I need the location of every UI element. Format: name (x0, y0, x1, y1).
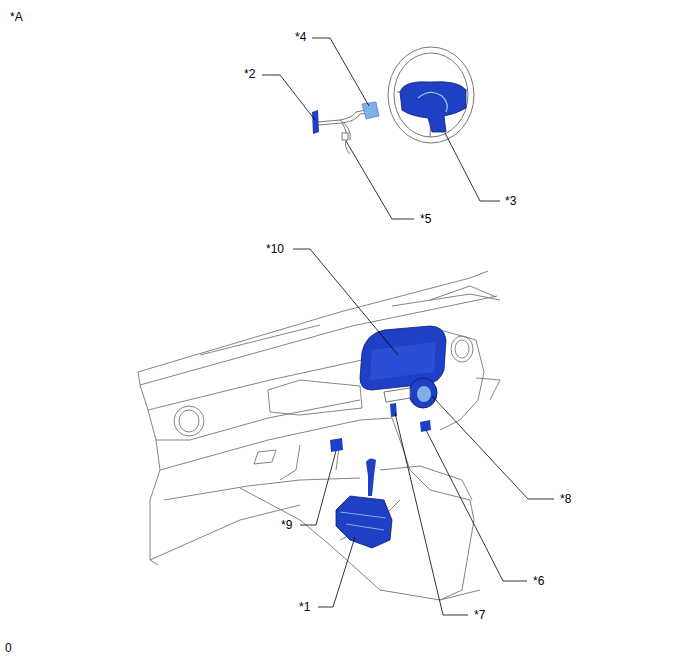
wire-harness (318, 110, 368, 154)
steering-wheel (388, 47, 474, 143)
switch-7 (390, 403, 397, 417)
callout-number: *5 (420, 212, 431, 226)
steering-wire (418, 92, 447, 112)
connector-small (342, 133, 348, 140)
switch-part (312, 110, 319, 134)
steering-pad (400, 82, 466, 132)
page-number: 0 (5, 641, 12, 655)
ignition-center (417, 386, 431, 402)
callout-number: *8 (560, 492, 571, 506)
leader-lines (262, 38, 554, 615)
shift-assembly (336, 496, 392, 548)
ignition-ring (409, 378, 437, 408)
callout-number: *2 (244, 67, 255, 81)
callout-number: *6 (533, 574, 544, 588)
meter-face (370, 342, 436, 380)
module-6 (420, 420, 431, 432)
callout-number: *10 (266, 242, 284, 256)
connector-part (362, 102, 379, 119)
steering-column (384, 388, 410, 402)
callout-number: *7 (474, 608, 485, 622)
shift-knob (366, 458, 376, 496)
module-9 (330, 438, 343, 452)
meter-cluster (360, 326, 446, 390)
callout-number: *3 (505, 194, 516, 208)
shift-detail (340, 512, 386, 530)
callout-number: *1 (299, 600, 310, 614)
callout-number: *9 (281, 518, 292, 532)
dashboard (138, 271, 500, 600)
callout-number: *4 (295, 30, 306, 44)
view-label: *A (10, 10, 23, 24)
